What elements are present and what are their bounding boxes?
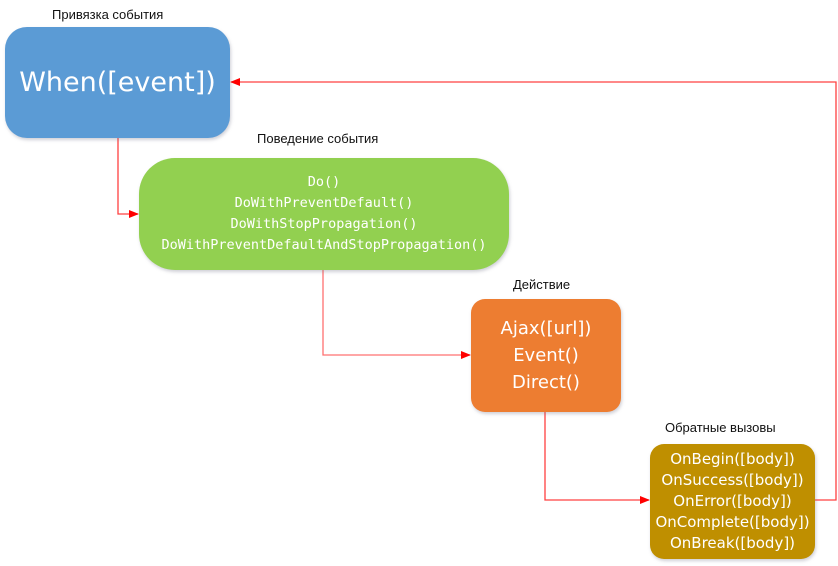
node-behavior-line: DoWithPreventDefaultAndStopPropagation(): [161, 237, 487, 253]
node-binding-line: When([event]): [19, 67, 216, 98]
node-action-line: Ajax([url]): [500, 318, 592, 339]
node-behavior-line: DoWithPreventDefault(): [234, 195, 414, 211]
node-callbacks-line: OnSuccess([body]): [661, 471, 804, 489]
action-caption: Действие: [513, 277, 571, 292]
node-callbacks-line: OnError([body]): [673, 492, 792, 510]
callbacks-caption: Обратные вызовы: [665, 420, 776, 435]
node-callbacks-line: OnBreak([body]): [669, 534, 796, 552]
node-behavior-line: Do(): [307, 174, 341, 190]
node-callbacks: OnBegin([body]) OnSuccess([body]) OnErro…: [650, 444, 815, 559]
node-action-line: Event(): [513, 345, 579, 366]
binding-caption: Привязка события: [52, 7, 164, 22]
node-behavior: Do() DoWithPreventDefault() DoWithStopPr…: [139, 158, 509, 270]
node-action: Ajax([url]) Event() Direct(): [471, 299, 621, 412]
node-callbacks-line: OnBegin([body]): [670, 450, 795, 468]
node-behavior-line: DoWithStopPropagation(): [230, 216, 418, 232]
edge-callbacks-to-binding: [230, 78, 837, 501]
node-action-line: Direct(): [512, 372, 580, 393]
edge-action-to-callbacks: [544, 412, 650, 504]
edge-binding-to-behavior: [117, 138, 139, 218]
edge-behavior-to-action: [322, 270, 471, 359]
node-binding: When([event]): [5, 27, 230, 138]
behavior-caption: Поведение события: [257, 131, 379, 146]
node-callbacks-line: OnComplete([body]): [655, 513, 810, 531]
